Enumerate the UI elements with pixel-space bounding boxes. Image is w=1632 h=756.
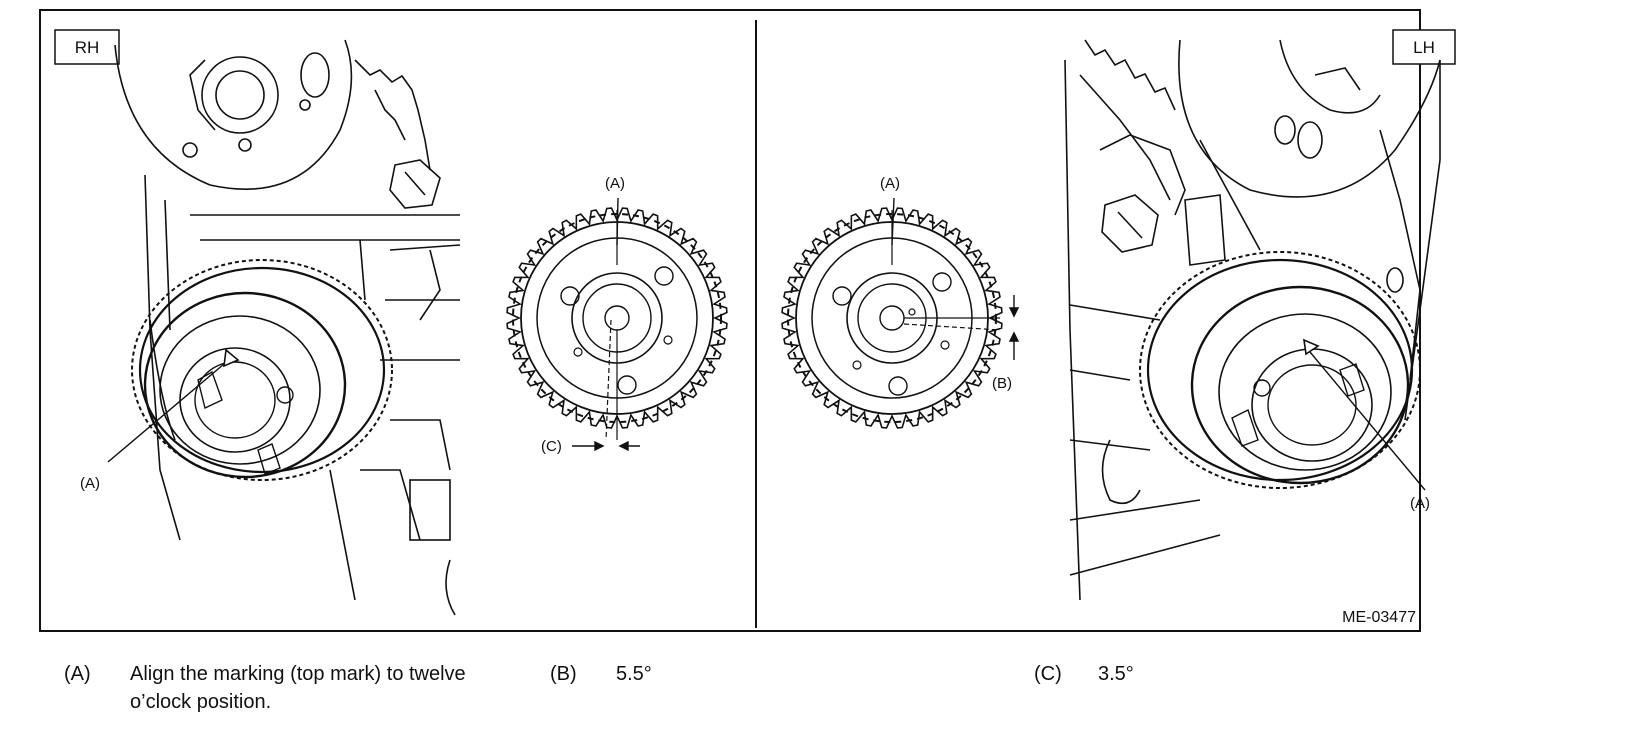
lh-sprocket-leader [1309, 351, 1426, 491]
rh-detail-leader [616, 197, 619, 246]
lh-detail-teeth [781, 207, 1003, 429]
legend-text-b: 5.5° [616, 663, 652, 685]
lh-tag: LH [1392, 29, 1456, 65]
lh-detail-leader [891, 197, 895, 246]
rh-detail-callout: (A) [605, 175, 625, 192]
legend-key-a: (A) [64, 663, 91, 685]
rh-engine-sketch [114, 39, 461, 616]
legend-key-c: (C) [1034, 663, 1062, 685]
rh-tag: RH [54, 29, 120, 65]
lh-sprocket-callout: (A) [1410, 495, 1430, 512]
rh-sprocket-callout: (A) [80, 475, 100, 492]
legend-text-a: Align the marking (top mark) to twelve o… [130, 663, 466, 713]
rh-offset-arrows [572, 440, 640, 452]
legend-text-c: 3.5° [1098, 663, 1134, 685]
rh-detail-teeth [506, 207, 728, 429]
lh-offset-callout: (B) [992, 375, 1012, 392]
timing-diagram: RH LH [39, 9, 1456, 632]
lh-cam-sprocket [1139, 251, 1421, 489]
svg-text:RH: RH [75, 38, 100, 57]
figure-frame [39, 9, 1421, 632]
legend-key-b: (B) [550, 663, 577, 685]
rh-offset-callout: (C) [541, 438, 562, 455]
lh-detail-callout: (A) [880, 175, 900, 192]
lh-detail-gear [787, 210, 1001, 423]
rh-sprocket-leader [107, 363, 225, 463]
svg-text:LH: LH [1413, 38, 1435, 57]
lh-engine-sketch [1064, 39, 1441, 601]
figure-id: ME-03477 [1342, 609, 1416, 626]
rh-cam-sprocket [131, 259, 393, 481]
lh-offset-arrows [1008, 295, 1020, 360]
